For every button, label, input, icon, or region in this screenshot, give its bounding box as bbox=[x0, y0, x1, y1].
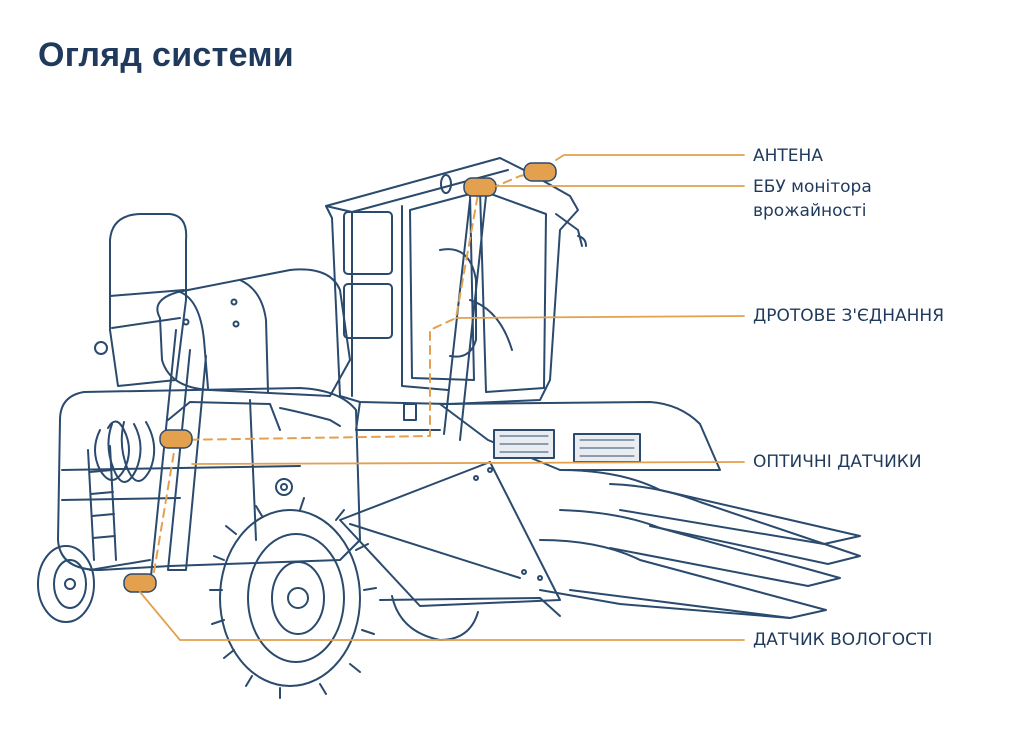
optical-sensors-label-text: ОПТИЧНІ ДАТЧИКИ bbox=[753, 452, 922, 472]
unloading-auger-illustration bbox=[156, 268, 351, 431]
ecu-label-line1: ЕБУ монітора bbox=[753, 177, 872, 197]
wiring-label-text: ДРОТОВЕ З'ЄДНАННЯ bbox=[753, 306, 945, 326]
page-title: Огляд системи bbox=[38, 36, 295, 74]
body-illustration bbox=[57, 387, 361, 571]
grain-tank-illustration bbox=[94, 213, 188, 387]
antenna-label: АНТЕНА bbox=[753, 144, 823, 168]
ecu-marker bbox=[463, 177, 497, 197]
antenna-label-text: АНТЕНА bbox=[753, 146, 823, 166]
wiring-label: ДРОТОВЕ З'ЄДНАННЯ bbox=[753, 304, 944, 328]
ecu-label-line2: врожайності bbox=[753, 201, 867, 221]
sensor-markers bbox=[123, 162, 557, 593]
front-wheel-illustration bbox=[209, 497, 377, 699]
header-wheel-illustration bbox=[391, 595, 479, 641]
ecu-label: ЕБУ монітора врожайності bbox=[753, 175, 872, 223]
rear-wheel-illustration bbox=[37, 545, 151, 623]
antenna-marker bbox=[523, 162, 557, 182]
moisture-sensor-marker bbox=[123, 573, 157, 593]
cab-illustration bbox=[325, 157, 587, 431]
optical-sensor-marker bbox=[159, 429, 193, 449]
ladder-illustration bbox=[87, 445, 117, 561]
leader-lines bbox=[139, 154, 745, 641]
optical-sensors-label: ОПТИЧНІ ДАТЧИКИ bbox=[753, 450, 922, 474]
moisture-sensor-label: ДАТЧИК ВОЛОГОСТІ bbox=[753, 628, 932, 652]
moisture-sensor-label-text: ДАТЧИК ВОЛОГОСТІ bbox=[753, 630, 933, 650]
header-illustration bbox=[339, 401, 861, 619]
